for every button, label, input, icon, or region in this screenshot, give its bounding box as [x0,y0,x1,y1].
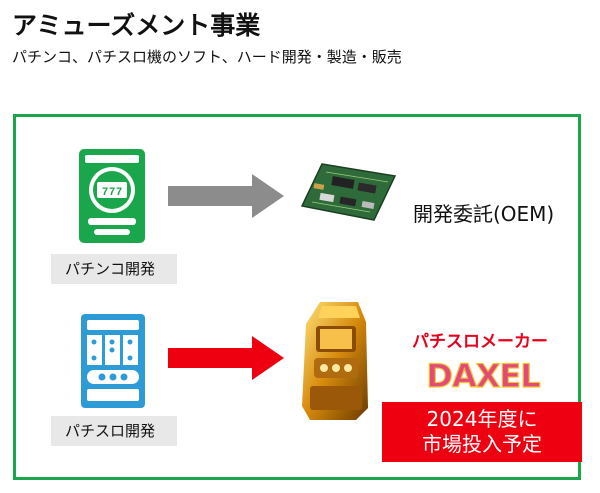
slot-machine-image [302,302,368,420]
launch-plan-badge: 2024年度に 市場投入予定 [382,402,582,462]
plan-line-1: 2024年度に [426,407,538,431]
pachislot-machine-icon [81,314,145,408]
plan-line-2: 市場投入予定 [422,432,542,456]
svg-text:7: 7 [116,186,122,198]
circuit-board-image [300,163,396,221]
maker-label: パチスロメーカー [412,332,548,352]
pachinko-machine-icon: 7 7 7 [79,149,145,243]
page-title: アミューズメント事業 [12,11,261,40]
arrow-right-icon [168,336,284,380]
svg-text:7: 7 [102,186,108,198]
pachinko-caption: パチンコ開発 [51,254,177,284]
arrow-right-icon [168,174,284,218]
pachislot-caption: パチスロ開発 [51,416,177,446]
svg-text:DAXEL: DAXEL [426,357,540,394]
svg-text:7: 7 [109,186,115,198]
page-subtitle: パチンコ、パチスロ機のソフト、ハード開発・製造・販売 [12,48,402,66]
oem-label: 開発委託(OEM) [413,202,555,226]
daxel-logo: DAXEL [426,356,542,394]
business-frame [13,114,581,480]
